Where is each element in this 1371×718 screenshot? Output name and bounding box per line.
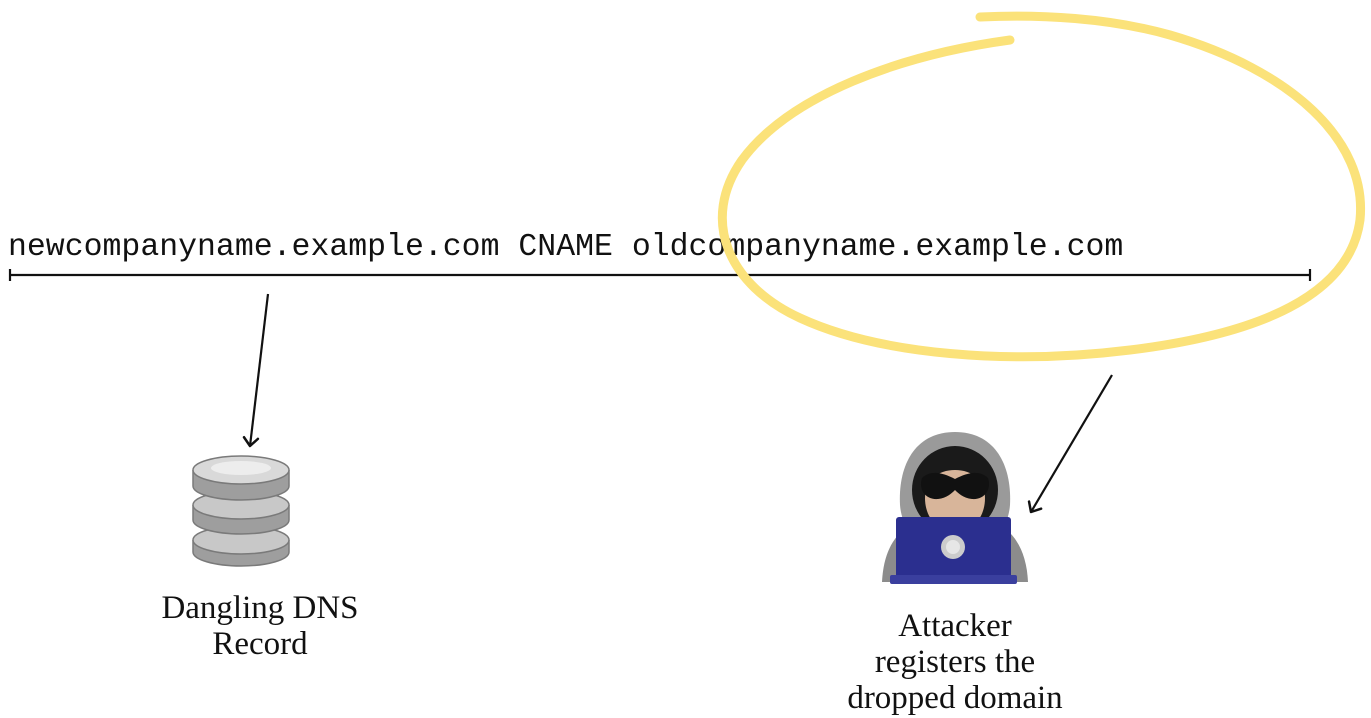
database-icon [192, 455, 290, 567]
attacker-label-line2: registers the [874, 644, 1036, 680]
record-underline [8, 269, 1312, 281]
attacker-label-line3: dropped domain [847, 680, 1063, 716]
attacker-label: Attacker registers the dropped domain [790, 608, 1120, 716]
target-domain: oldcompanyname.example.com [631, 230, 1124, 265]
record-type: CNAME [518, 230, 613, 265]
dangling-record-label-line1: Dangling DNS [161, 590, 359, 626]
arrow-to-attacker [1027, 374, 1113, 514]
dangling-record-label: Dangling DNS Record [120, 590, 400, 662]
hooded-hacker-laptop-icon [882, 432, 1028, 584]
highlight-circle [717, 11, 1366, 362]
dns-record-line: newcompanyname.example.com CNAME oldcomp… [8, 228, 1123, 268]
attacker-label-line1: Attacker [898, 608, 1012, 644]
arrow-to-database [242, 293, 270, 448]
source-domain: newcompanyname.example.com [8, 230, 500, 265]
dangling-record-label-line2: Record [212, 626, 308, 662]
